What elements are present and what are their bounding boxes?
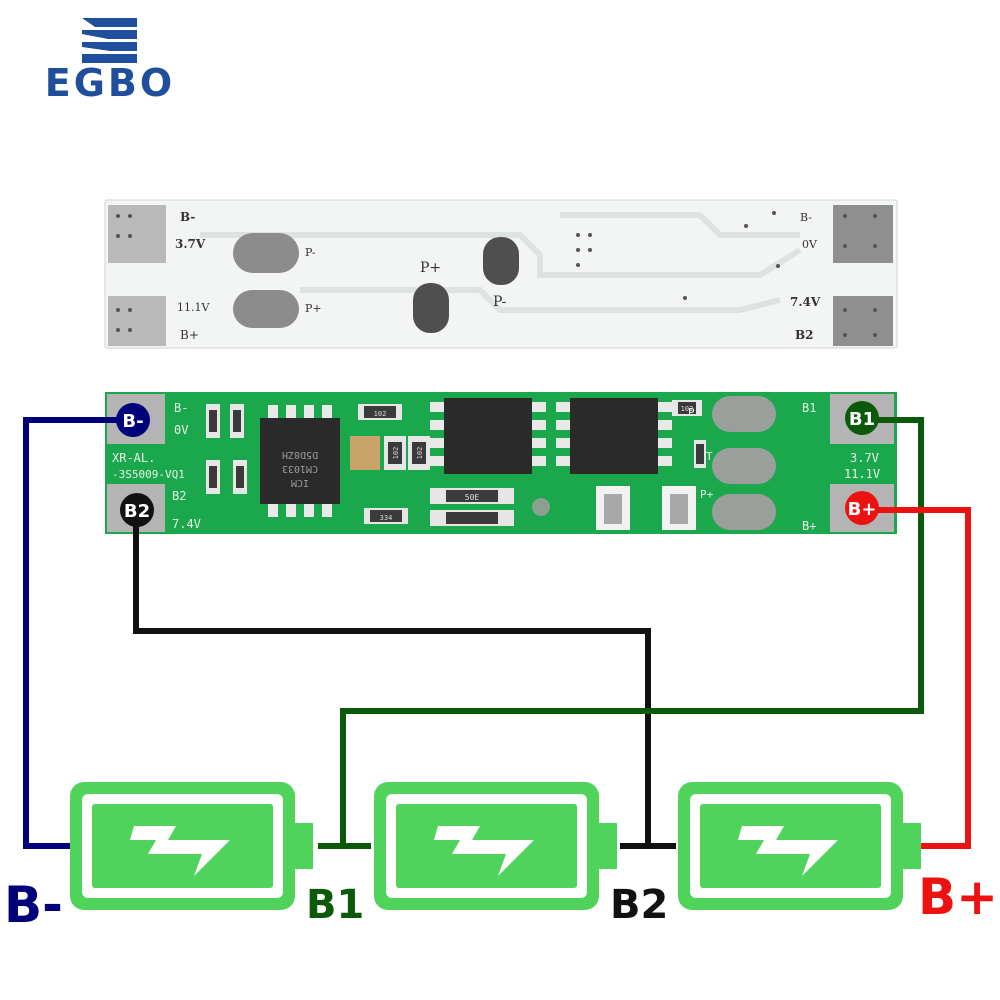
- wire-b2: [133, 512, 676, 849]
- smd-components: [206, 400, 706, 526]
- pcb-test-pad-2-inner: [670, 494, 688, 524]
- resistor-code-4: 50E: [465, 493, 480, 502]
- chip-marking-3: ICM: [291, 477, 309, 488]
- top-pad-p-minus: [233, 233, 299, 273]
- top-silk-p-plus: P+: [305, 302, 322, 315]
- wire-b-plus: [862, 507, 971, 849]
- mosfet-chip-1: [430, 398, 546, 474]
- pcb-via-center: [532, 498, 550, 516]
- top-silk-left-11-1v: 11.1V: [177, 301, 210, 314]
- label-b-plus: B+: [918, 868, 998, 926]
- top-silk-left-b-plus: B+: [180, 328, 199, 342]
- pcb-test-pad-1-inner: [604, 494, 622, 524]
- top-silk-center-p-plus: P+: [420, 260, 441, 276]
- resistor-code-1: 102: [374, 410, 387, 418]
- wire-b1: [340, 417, 924, 849]
- top-pad-left-lower: [108, 296, 166, 346]
- top-board: B- 3.7V 11.1V B+ B- 0V 7.4V B2 P- P+ P+ …: [104, 199, 898, 349]
- top-silk-center-p-minus: P-: [493, 294, 507, 310]
- label-b1: B1: [306, 882, 364, 928]
- silk-11-1v: 11.1V: [844, 467, 880, 481]
- top-board-vias: [116, 211, 877, 337]
- silk-b1: B1: [802, 401, 816, 415]
- top-pad-center-upper: [483, 237, 519, 285]
- top-silk-right-b2: B2: [795, 328, 814, 342]
- logo-text: EGBO: [45, 61, 175, 105]
- terminal-b1-label: B1: [849, 409, 875, 430]
- bottom-board: D5D8ZH CM1033 ICM: [105, 392, 897, 534]
- silk-p-plus: P+: [700, 488, 714, 501]
- resistor-code-6: 102: [681, 405, 694, 413]
- silk-b-minus: B-: [174, 401, 188, 415]
- terminal-b-plus: B+: [845, 491, 879, 525]
- silk-model-line2: -3S5009-VQ1: [112, 468, 185, 481]
- ic-protection-chip: D5D8ZH CM1033 ICM: [260, 405, 340, 517]
- label-b-minus: B-: [4, 876, 63, 934]
- terminal-b2-label: B2: [124, 501, 150, 522]
- label-b2: B2: [610, 882, 668, 928]
- top-silk-right-0v: 0V: [802, 238, 818, 251]
- top-silk-p-minus: P-: [305, 246, 316, 259]
- top-pad-right-upper: [833, 205, 893, 263]
- silk-t: T: [706, 450, 713, 463]
- top-pad-left-upper: [108, 205, 166, 263]
- silk-p-minus: P-: [688, 406, 701, 419]
- top-pad-center-lower: [413, 283, 449, 333]
- chip-marking-1: D5D8ZH: [282, 449, 318, 460]
- brand-logo: EGBO: [45, 18, 175, 105]
- terminal-b-plus-label: B+: [848, 499, 877, 520]
- wiring: [23, 417, 971, 849]
- terminal-b2: B2: [120, 493, 154, 527]
- top-silk-right-b-minus: B-: [800, 211, 812, 224]
- resistor-code-2: 102: [392, 447, 400, 460]
- charge-bolt-icon: [738, 826, 838, 876]
- silk-b-plus: B+: [802, 519, 816, 533]
- battery-cell-1: [70, 782, 313, 910]
- top-silk-right-7-4v: 7.4V: [790, 295, 821, 309]
- top-silk-left-b-minus: B-: [180, 210, 195, 224]
- top-pad-p-plus: [233, 290, 299, 328]
- silk-3-7v: 3.7V: [850, 451, 879, 465]
- logo-mark-icon: [82, 18, 137, 63]
- wire-b-minus: [23, 417, 118, 849]
- silk-7-4v: 7.4V: [172, 517, 201, 531]
- charge-bolt-icon: [434, 826, 534, 876]
- mosfet-chip-2: [556, 398, 672, 474]
- terminal-b1: B1: [845, 401, 879, 435]
- resistor-code-5: 334: [380, 514, 393, 522]
- top-silk-left-3-7v: 3.7V: [175, 237, 206, 251]
- battery-cell-2: [374, 782, 617, 910]
- terminal-b-minus-label: B-: [122, 411, 143, 432]
- pcb-oval-pad-p-minus: [712, 396, 776, 432]
- silk-0v: 0V: [174, 423, 188, 437]
- terminal-b-minus: B-: [116, 403, 150, 437]
- silk-model-line1: XR-AL.: [112, 451, 155, 465]
- resistor-code-3: 102: [416, 447, 424, 460]
- battery-cell-3: [678, 782, 921, 910]
- charge-bolt-icon: [130, 826, 230, 876]
- chip-marking-2: CM1033: [282, 463, 318, 474]
- silk-b2: B2: [172, 489, 186, 503]
- pcb-oval-pad-t: [712, 448, 776, 484]
- top-pad-right-lower: [833, 296, 893, 346]
- pcb-oval-pad-p-plus: [712, 494, 776, 530]
